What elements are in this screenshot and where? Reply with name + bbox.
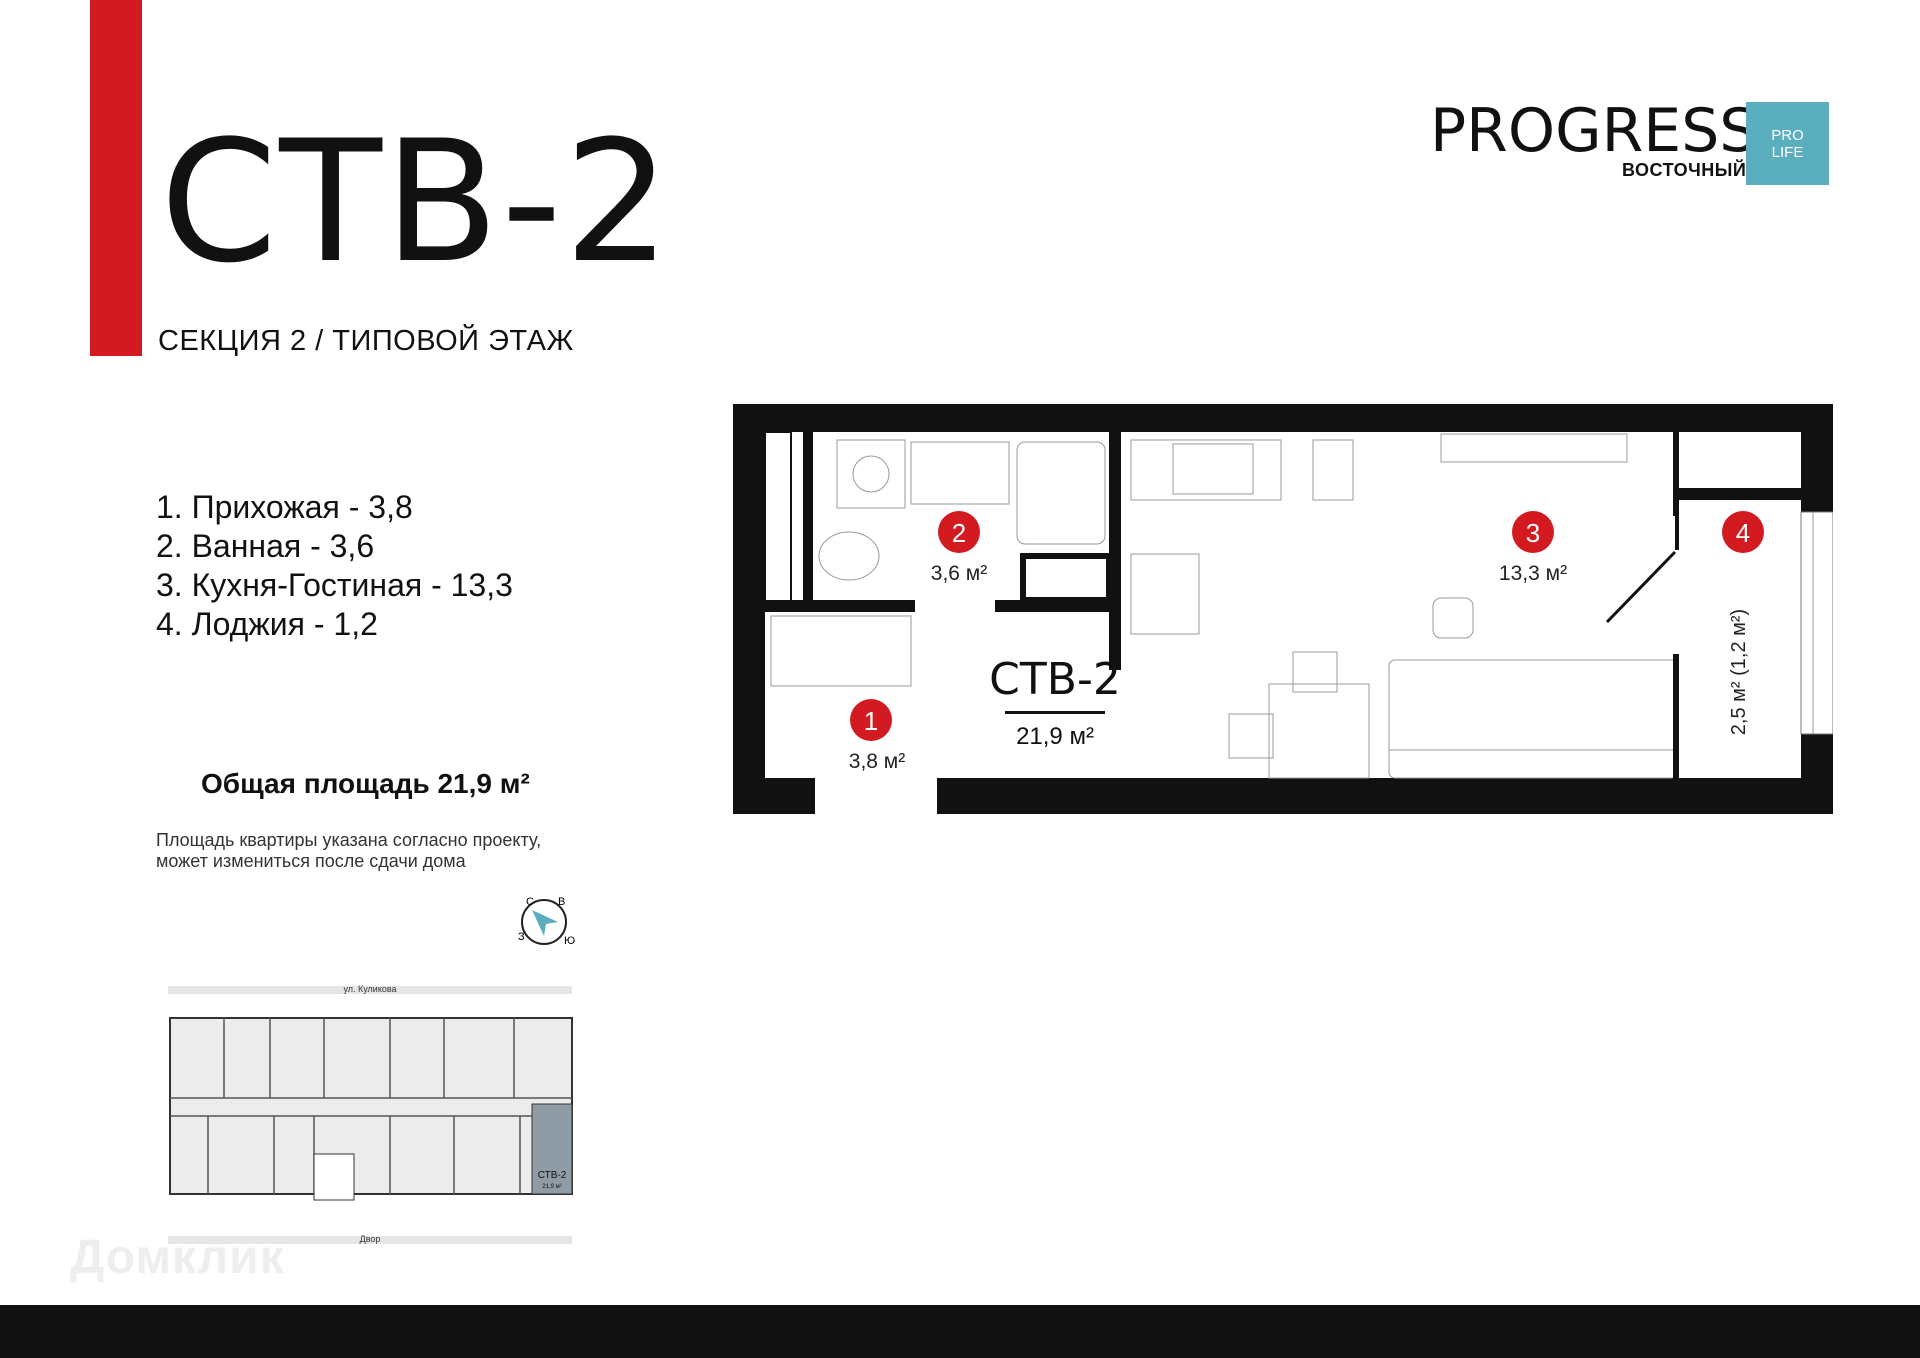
brand-logo-badge: PRO LIFE <box>1746 102 1829 185</box>
room-list-item: 2. Ванная - 3,6 <box>156 528 375 564</box>
stove <box>1130 553 1200 635</box>
kitchen-counter <box>1130 439 1282 501</box>
unit-area: 21,9 м² <box>1016 723 1094 750</box>
room-1-number: 1 <box>864 706 878 736</box>
room-3-area: 13,3 м² <box>1499 562 1567 585</box>
street-top-label: ул. Куликова <box>343 984 396 994</box>
compass-ring <box>521 899 567 945</box>
highlighted-unit-label: СТВ-2 <box>538 1170 567 1181</box>
room-2-area: 3,6 м² <box>931 562 987 585</box>
room-4-area: 2,5 м² (1,2 м²) <box>1728 609 1750 735</box>
room-1-badge <box>850 699 892 741</box>
wall-left <box>733 404 765 814</box>
highlighted-unit <box>531 1103 573 1195</box>
chair <box>1292 651 1338 693</box>
side-table <box>1432 597 1474 639</box>
loggia-wall <box>1673 432 1679 516</box>
street-band-top <box>168 986 572 994</box>
building-outline <box>169 1017 573 1195</box>
shaft <box>764 431 792 603</box>
room-list-item: 3. Кухня-Гостиная - 13,3 <box>156 567 513 603</box>
oven <box>1312 439 1354 501</box>
sink <box>910 441 1010 505</box>
wall-right-top <box>1801 404 1833 512</box>
room-2-number: 2 <box>952 518 966 548</box>
stairwell <box>313 1153 355 1201</box>
door-swing <box>1605 550 1677 624</box>
bath-wall-bottom <box>765 600 915 612</box>
footer-bar <box>0 1305 1920 1358</box>
shower <box>1016 441 1106 545</box>
highlighted-unit-area: 21,9 м² <box>542 1184 561 1190</box>
brand-district: ВОСТОЧНЫЙ <box>1622 160 1747 180</box>
brand-logo-text: PROGRESS <box>1430 96 1758 166</box>
red-accent-bar <box>90 0 142 356</box>
yard-label: Двор <box>360 1234 381 1244</box>
disclaimer-line: может измениться после сдачи дома <box>156 851 466 871</box>
wall-top <box>733 404 1833 432</box>
compass-south: Ю <box>564 935 575 947</box>
duct <box>1020 553 1112 603</box>
loggia-door-jamb <box>1675 500 1679 550</box>
room-list: 1. Прихожая - 3,8 2. Ванная - 3,6 3. Кух… <box>156 488 513 644</box>
badge-line-2: LIFE <box>1771 143 1804 161</box>
wall-bottom-left <box>733 778 815 814</box>
wardrobe <box>770 615 912 687</box>
area-disclaimer: Площадь квартиры указана согласно проект… <box>156 830 541 872</box>
room-list-item: 4. Лоджия - 1,2 <box>156 606 378 642</box>
tv-stand <box>1440 433 1628 463</box>
compass-north: С <box>526 896 534 908</box>
room-4-number: 4 <box>1736 518 1750 548</box>
toilet <box>818 531 880 581</box>
room-3-badge <box>1512 511 1554 553</box>
bath-wall-left <box>803 432 813 604</box>
apartment-code-title: СТВ-2 <box>160 104 673 300</box>
room-3-number: 3 <box>1526 518 1540 548</box>
wall-right-bottom <box>1801 734 1833 814</box>
room-1-area: 3,8 м² <box>849 750 905 773</box>
chair <box>1228 713 1274 759</box>
bath-wall-right <box>1109 432 1121 670</box>
compass-icon: С В Ю З <box>518 896 575 947</box>
room-2-badge <box>938 511 980 553</box>
section-floor-subtitle: СЕКЦИЯ 2 / ТИПОВОЙ ЭТАЖ <box>158 325 574 357</box>
table <box>1268 683 1370 779</box>
disclaimer-line: Площадь квартиры указана согласно проект… <box>156 830 542 850</box>
watermark: Домклик <box>70 1231 285 1284</box>
compass-east: В <box>558 896 565 908</box>
sofa <box>1388 659 1678 779</box>
room-list-item: 1. Прихожая - 3,8 <box>156 489 413 525</box>
building-key-plan: ул. Куликова СТВ-2 21,9 м² Двор <box>168 984 573 1244</box>
window <box>1800 511 1833 735</box>
washer <box>836 439 906 509</box>
floor-plan: 2 3,6 м² 3 13,3 м² 4 2,5 м² (1,2 м²) 1 3… <box>733 404 1833 814</box>
room-4-badge <box>1722 511 1764 553</box>
unit-label-underline <box>1005 711 1105 714</box>
street-band-bottom <box>168 1236 572 1244</box>
loggia-wall-lower <box>1673 654 1679 778</box>
compass-west: З <box>518 931 525 943</box>
loggia-wall-top <box>1673 488 1803 500</box>
wall-bottom-right <box>937 778 1833 814</box>
unit-label: СТВ-2 <box>989 654 1121 705</box>
kitchen-sink <box>1172 443 1254 495</box>
badge-line-1: PRO <box>1771 126 1804 144</box>
washer-drum <box>852 455 890 493</box>
compass-arrow <box>532 910 558 936</box>
total-area: Общая площадь 21,9 м² <box>201 768 530 799</box>
